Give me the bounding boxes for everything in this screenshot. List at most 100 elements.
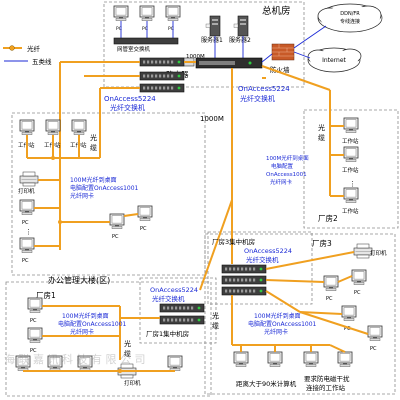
core-room-title: 总机房 [262, 5, 291, 17]
plant2-nic-note-line2: 电脑配置 [271, 162, 294, 170]
plant1-pc-2-label: PC [30, 348, 37, 354]
office-pc-1[interactable] [19, 199, 35, 216]
link-1000m-mid: 1000M [200, 115, 224, 123]
plant3-emi-pc-2[interactable] [337, 351, 353, 368]
plant3-far-pc-2[interactable] [267, 351, 283, 368]
legend: 光纤 五类线 [3, 44, 52, 66]
plant2-fiber-word-2: 缆 [318, 133, 325, 142]
server-1-label: 服务器1 [201, 36, 223, 44]
office-ws-2[interactable] [45, 119, 61, 136]
plant2-ws-2-label: 工作站 [342, 166, 359, 174]
plant3-pc-3[interactable] [341, 305, 357, 322]
plant2-dots: ⋮ [349, 180, 356, 188]
office-switch-3[interactable] [139, 83, 185, 93]
plant3-nic-note-line3: 光纤网卡 [264, 328, 288, 336]
plant2-ws-3[interactable] [343, 187, 359, 204]
plant3-pc-2[interactable] [351, 269, 367, 286]
plant3-switch-1[interactable] [221, 264, 267, 274]
ddn-cloud: DDN/FR 专线连接 [317, 3, 383, 33]
plant3-room-label: 厂房3集中机房 [212, 237, 255, 246]
plant3-pc-4-label: PC [370, 346, 377, 352]
office-printer[interactable] [19, 171, 39, 187]
plant3-nic-note-line1: 100M光纤到桌面 [254, 312, 301, 320]
plant1-pc-2[interactable] [27, 327, 43, 344]
office-nic-note-line2: 电脑配置OnAccess1001 [70, 184, 139, 192]
plant1-title: 厂房1 [36, 290, 56, 300]
office-fiber-word-1: 光 [90, 133, 97, 142]
core-switch-label: 光纤交换机 [240, 94, 275, 103]
office-pc-4[interactable] [137, 205, 153, 222]
server-1[interactable] [205, 15, 221, 37]
plant3-pc-2-label: PC [354, 290, 361, 296]
server-2-label: 服务器2 [229, 36, 251, 44]
plant1-room-label: 厂房1集中机房 [146, 329, 189, 338]
mgmt-room-switch[interactable] [113, 37, 179, 45]
office-pc-1-label: PC [22, 220, 29, 226]
plant3-pc-1[interactable] [323, 275, 339, 292]
plant2-nic-note-line4: 光纤网卡 [270, 178, 293, 186]
internet-label: Internet [322, 57, 346, 64]
office-pc-3[interactable] [109, 213, 125, 230]
legend-cat5-label: 五类线 [32, 57, 52, 66]
plant2-ws-1-label: 工作站 [342, 137, 359, 145]
plant1-switch-2[interactable] [159, 315, 205, 325]
plant1-switch-1[interactable] [159, 303, 205, 313]
plant1: 厂房1 OnAccess5224 光纤交换机 厂房1集中机房 PC PC 100… [15, 286, 205, 387]
mgmt-pc-3[interactable] [165, 5, 181, 22]
office-building: 工作站 工作站 工作站 光 缆 打印机 100M光纤到桌面 电脑配置OnAcce… [18, 88, 153, 285]
plant2-ws-1[interactable] [343, 117, 359, 134]
plant1-nic-note-line3: 光纤网卡 [70, 328, 94, 336]
emi-pc-caption-line2: 连接的工作站 [306, 383, 346, 392]
plant3-pc-3-label: PC [344, 326, 351, 332]
plant1-printer-label: 打印机 [124, 379, 141, 387]
plant1-nic-note-line1: 100M光纤到桌面 [62, 312, 109, 320]
plant2-title: 厂房2 [318, 213, 338, 223]
office-pc-2[interactable] [19, 237, 35, 254]
office-pc-4-label: PC [140, 226, 147, 232]
plant3-nic-note-line2: 电脑配置OnAccess1001 [248, 320, 317, 328]
office-switch-label: 光纤交换机 [110, 103, 145, 112]
office-dots: ⋮ [25, 228, 32, 236]
plant3-switch-2[interactable] [221, 275, 267, 285]
plant2-nic-note-line3: OnAccess1001 [266, 172, 307, 178]
plant3-fiber-word-2: 缆 [212, 321, 219, 330]
firewall-icon [271, 43, 295, 61]
plant2-ws-3-label: 工作站 [342, 207, 359, 215]
office-nic-note-line1: 100M光纤到桌面 [70, 176, 117, 184]
mgmt-pc-1-label: PC [116, 26, 122, 32]
plant1-fiber-word-2: 缆 [124, 349, 131, 358]
plant1-switch-label: 光纤交换机 [152, 294, 185, 303]
plant2-fiber-word-1: 光 [318, 123, 325, 132]
office-switch-2[interactable] [139, 71, 185, 81]
plant3-pc-1-label: PC [326, 296, 333, 302]
ddn-label-line1: DDN/FR [340, 11, 360, 17]
plant3-title: 厂房3 [312, 238, 332, 248]
mgmt-pc-1[interactable] [113, 5, 129, 22]
office-pc-3-label: PC [112, 234, 119, 240]
plant3-switch-3[interactable] [221, 286, 267, 296]
link-1000m-top: 1000M [186, 54, 205, 60]
core-room-zone [103, 1, 305, 88]
plant2-ws-2[interactable] [343, 146, 359, 163]
mgmt-pc-2[interactable] [139, 5, 155, 22]
plant1-pc-6[interactable] [167, 355, 183, 372]
office-nic-note-line3: 光纤网卡 [70, 192, 94, 200]
plant1-switch-name: OnAccess5224 [150, 286, 198, 294]
plant3-printer-label: 打印机 [370, 249, 387, 257]
emi-pc-caption-line1: 要求防电磁干扰 [304, 374, 350, 383]
plant3-emi-pc[interactable] [303, 351, 319, 368]
plant3-far-pc[interactable] [233, 351, 249, 368]
office-switch-1[interactable] [139, 57, 185, 67]
office-ws-1[interactable] [19, 119, 35, 136]
plant3-switch-name: OnAccess5224 [244, 247, 292, 255]
plant1-nic-note-line2: 电脑配置OnAccess1001 [58, 320, 127, 328]
office-ws-3[interactable] [71, 119, 87, 136]
plant3-pc-4[interactable] [367, 325, 383, 342]
far-pc-caption: 距离大于90米计算机 [236, 379, 297, 388]
server-2[interactable] [233, 15, 249, 37]
mgmt-switch-label: 网管室交换机 [117, 45, 151, 53]
plant1-room-zone [139, 277, 217, 344]
plant1-pc-1[interactable] [27, 297, 43, 314]
plant2-zone [303, 109, 399, 229]
